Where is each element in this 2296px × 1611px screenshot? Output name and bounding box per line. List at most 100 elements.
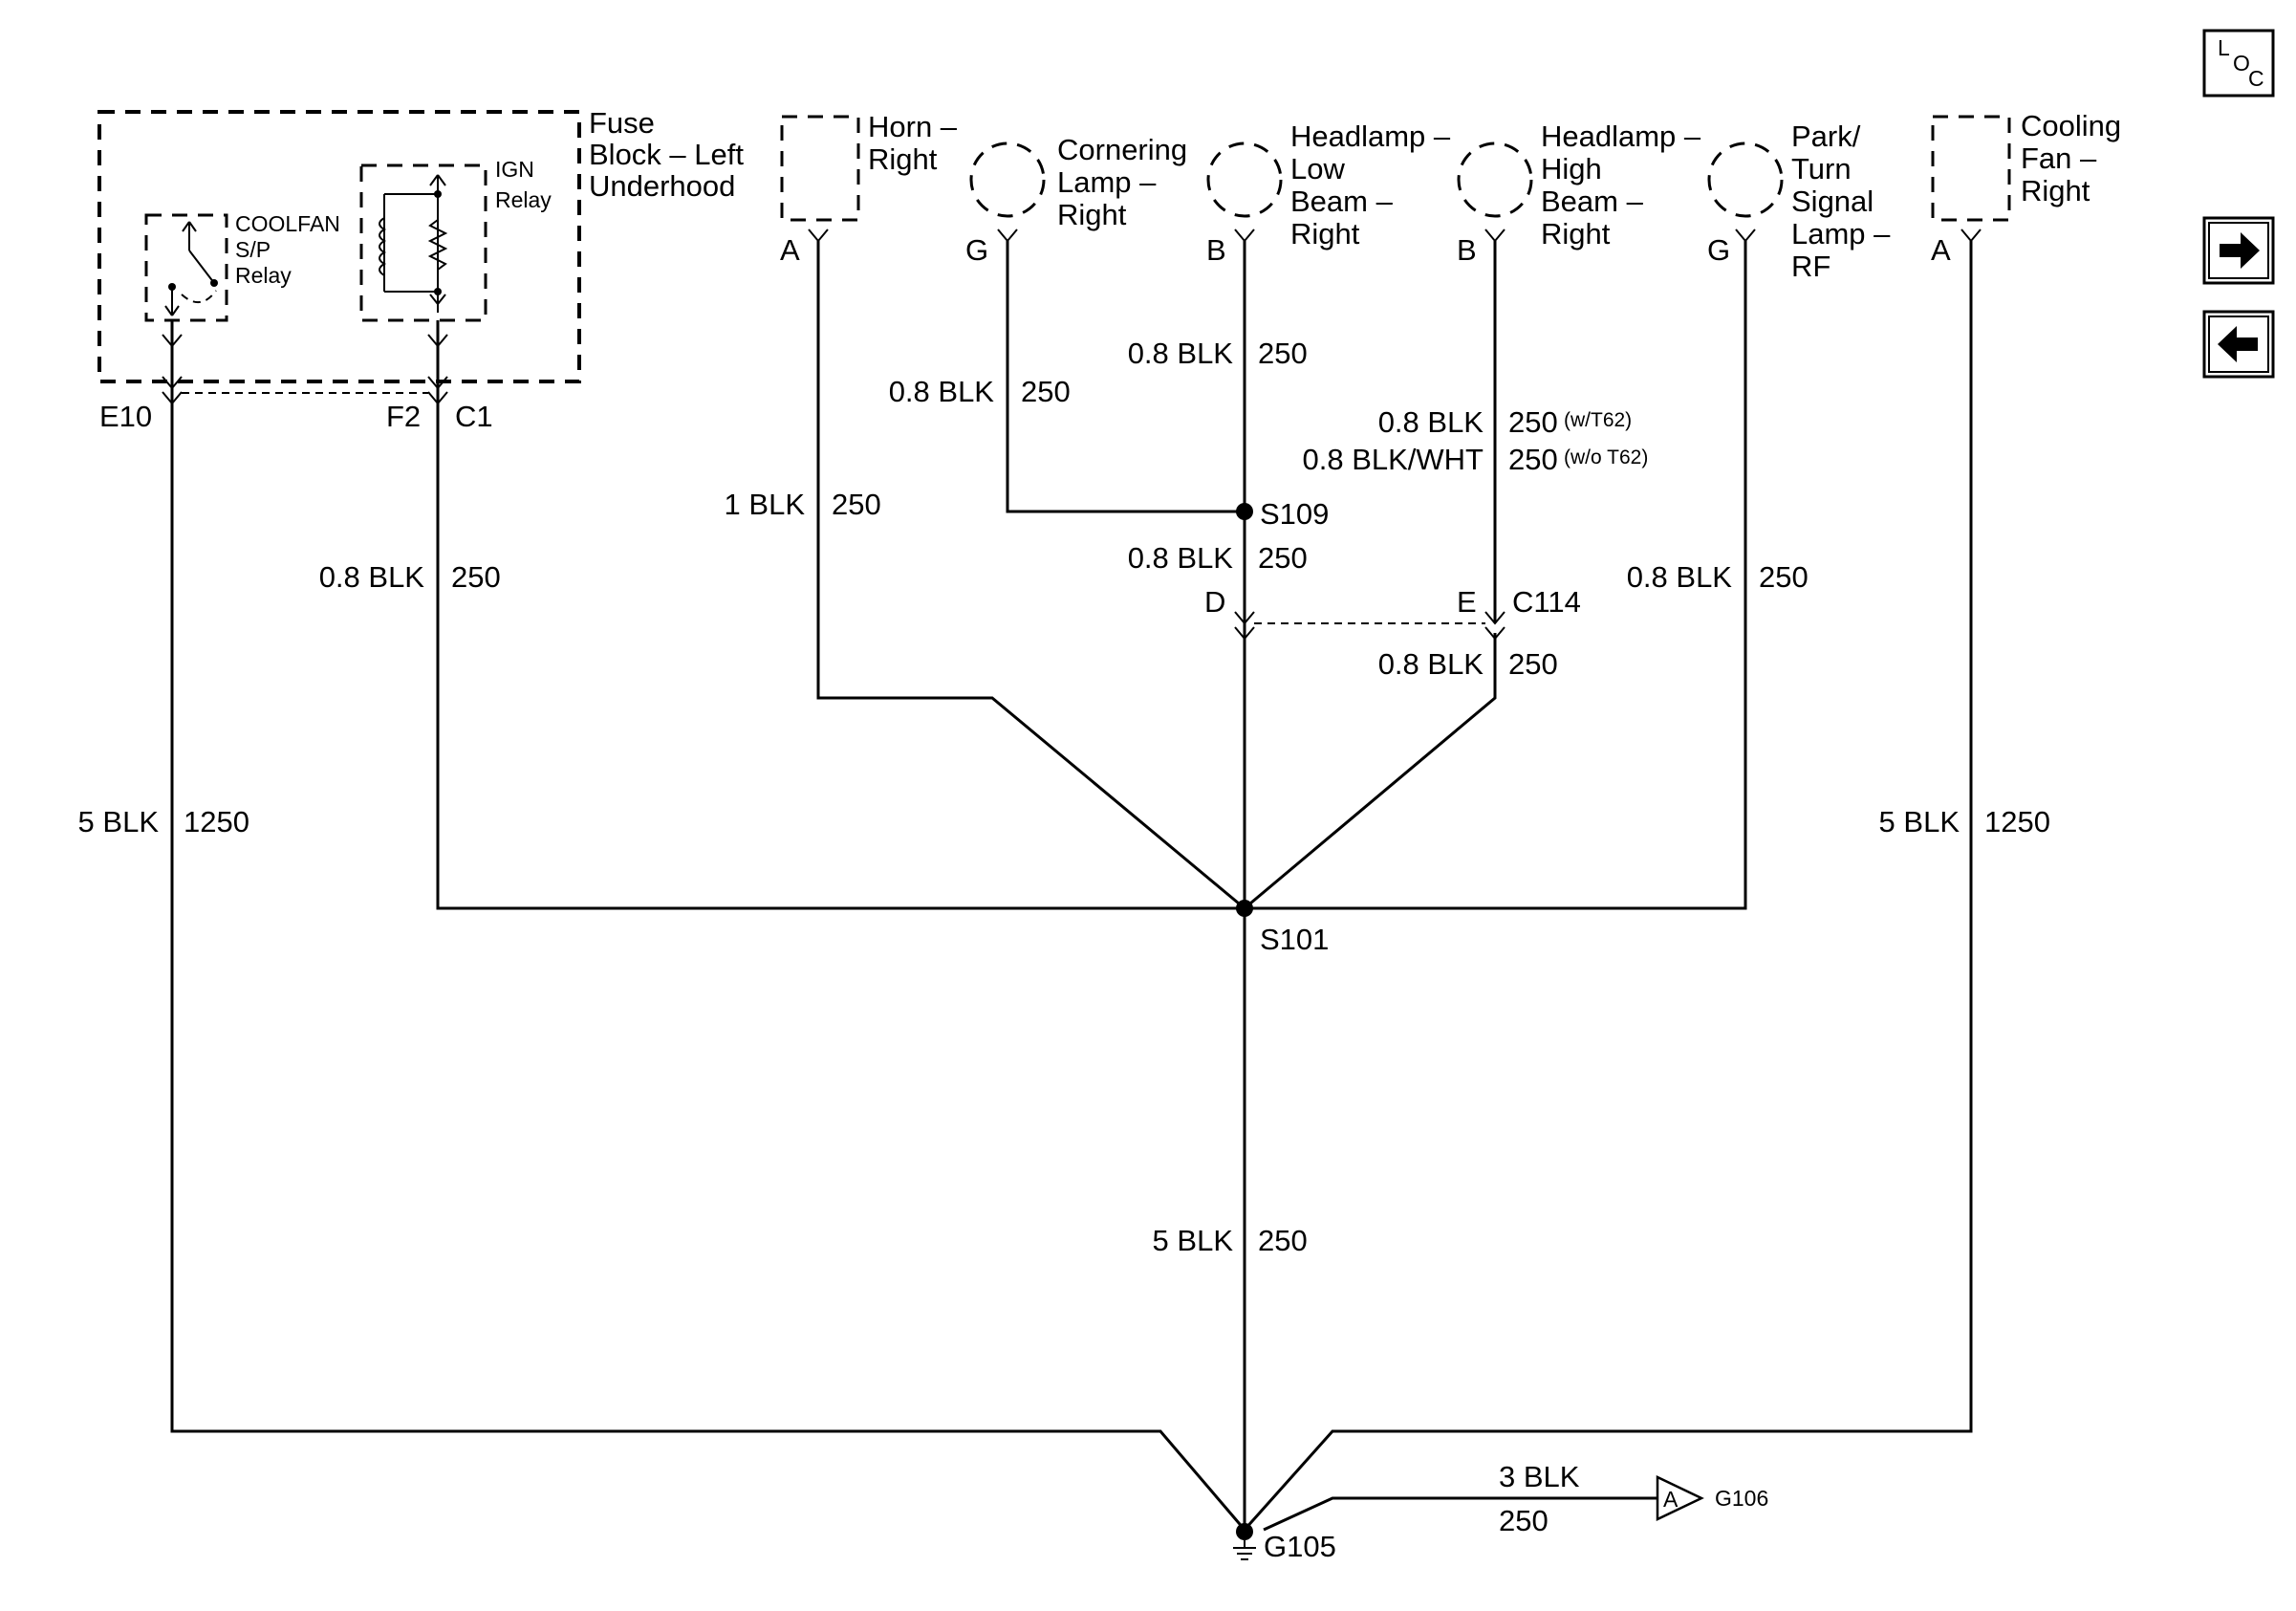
loc-letter-o: O bbox=[2233, 51, 2250, 76]
previous-page-button[interactable] bbox=[2202, 310, 2275, 379]
headlamp-high-beam-right[interactable]: Headlamp – High Beam – Right B bbox=[1457, 120, 1701, 267]
splice-s101[interactable]: S101 bbox=[1236, 900, 1329, 956]
horn-wire-circuit: 250 bbox=[832, 488, 881, 521]
cornering-label-line3: Right bbox=[1057, 198, 1127, 231]
fuse-block-label-line1: Fuse bbox=[589, 106, 655, 140]
low-beam-label-line3: Beam – bbox=[1290, 185, 1394, 218]
horn-label-line1: Horn – bbox=[868, 110, 958, 143]
low-beam-wire-circuit: 250 bbox=[1258, 337, 1308, 370]
cornering-lamp-right[interactable]: Cornering Lamp – Right G bbox=[965, 133, 1187, 267]
pin-park-g: G bbox=[1707, 233, 1730, 267]
high-beam-label-line4: Right bbox=[1541, 217, 1611, 250]
cooling-fan-label-line2: Fan – bbox=[2021, 142, 2097, 175]
high-beam-wire-option-2: (w/o T62) bbox=[1564, 446, 1648, 468]
pin-high-beam-b: B bbox=[1457, 233, 1477, 267]
wire-labels: 0.8 BLK 250 0.8 BLK 250 0.8 BLK 250 (w/T… bbox=[78, 337, 2050, 1537]
ign-relay-label-line1: IGN bbox=[495, 157, 534, 182]
pin-c114-e: E bbox=[1457, 585, 1477, 619]
fuse-block-connectors: E10 F2 C1 bbox=[99, 320, 493, 433]
cooling-fan-right[interactable]: Cooling Fan – Right A bbox=[1931, 109, 2121, 267]
low-beam-label-line4: Right bbox=[1290, 217, 1360, 250]
ground-g106-label: G106 bbox=[1715, 1486, 1768, 1511]
fuse-c1-wire-gauge: 0.8 BLK bbox=[319, 560, 425, 594]
high-beam-wire-option-1: (w/T62) bbox=[1564, 409, 1632, 431]
park-label-line5: RF bbox=[1791, 250, 1830, 283]
s109-down-wire-circuit: 250 bbox=[1258, 541, 1308, 575]
park-label-line1: Park/ bbox=[1791, 120, 1861, 153]
splice-s109-label: S109 bbox=[1260, 497, 1329, 531]
coolfan-relay-label-line2: S/P bbox=[235, 237, 271, 262]
coolfan-relay-label-line1: COOLFAN bbox=[235, 211, 340, 236]
next-page-button[interactable] bbox=[2202, 216, 2275, 285]
ign-relay-label-line2: Relay bbox=[495, 187, 552, 212]
ground-g106-reference[interactable]: A G106 bbox=[1656, 1475, 1768, 1521]
pin-cooling-fan-a: A bbox=[1931, 233, 1951, 267]
ground-g105-label: G105 bbox=[1264, 1530, 1336, 1563]
arrow-right-icon bbox=[2220, 232, 2260, 269]
cornering-label-line2: Lamp – bbox=[1057, 165, 1157, 199]
pin-c1: C1 bbox=[455, 400, 493, 433]
ign-relay[interactable]: IGN Relay bbox=[359, 157, 552, 322]
g106-ref-letter: A bbox=[1663, 1487, 1679, 1512]
fuse-block[interactable]: Fuse Block – Left Underhood bbox=[97, 106, 744, 383]
park-label-line2: Turn bbox=[1791, 152, 1852, 185]
coolfan-relay-label-line3: Relay bbox=[235, 263, 292, 288]
fuse-block-label-line3: Underhood bbox=[589, 169, 735, 203]
fuse-c1-wire-circuit: 250 bbox=[451, 560, 501, 594]
high-beam-wire-circuit-2: 250 bbox=[1508, 443, 1558, 476]
loc-letter-c: C bbox=[2248, 66, 2264, 91]
arrow-left-icon bbox=[2218, 326, 2258, 362]
pin-e10: E10 bbox=[99, 400, 152, 433]
high-beam-label-line3: Beam – bbox=[1541, 185, 1644, 218]
low-beam-label-line1: Headlamp – bbox=[1290, 120, 1451, 153]
connector-c114[interactable]: D E C114 bbox=[1204, 585, 1581, 641]
pin-c114-d: D bbox=[1204, 585, 1225, 619]
main-wire-circuit: 250 bbox=[1258, 1224, 1308, 1257]
wires bbox=[170, 241, 1973, 1532]
park-label-line3: Signal bbox=[1791, 185, 1874, 218]
horn-right[interactable]: Horn – Right A bbox=[780, 110, 958, 267]
park-wire-gauge: 0.8 BLK bbox=[1627, 560, 1733, 594]
park-label-line4: Lamp – bbox=[1791, 217, 1891, 250]
splice-s101-label: S101 bbox=[1260, 923, 1329, 956]
pin-horn-a: A bbox=[780, 233, 800, 267]
e10-wire-circuit: 1250 bbox=[184, 805, 249, 838]
high-beam-wire-gauge-1: 0.8 BLK bbox=[1378, 405, 1484, 439]
splice-s109[interactable]: S109 bbox=[1236, 497, 1329, 531]
high-beam-label-line1: Headlamp – bbox=[1541, 120, 1701, 153]
horn-label-line2: Right bbox=[868, 142, 938, 176]
cornering-wire-circuit: 250 bbox=[1021, 375, 1071, 408]
e10-wire-gauge: 5 BLK bbox=[78, 805, 160, 838]
cooling-fan-wire-gauge: 5 BLK bbox=[1879, 805, 1960, 838]
low-beam-wire-gauge: 0.8 BLK bbox=[1128, 337, 1234, 370]
low-beam-label-line2: Low bbox=[1290, 152, 1345, 185]
s109-down-wire-gauge: 0.8 BLK bbox=[1128, 541, 1234, 575]
g106-wire-circuit: 250 bbox=[1499, 1504, 1549, 1537]
cornering-wire-gauge: 0.8 BLK bbox=[889, 375, 995, 408]
c114-down-wire-circuit: 250 bbox=[1508, 647, 1558, 681]
fuse-block-label-line2: Block – Left bbox=[589, 138, 744, 171]
park-wire-circuit: 250 bbox=[1759, 560, 1809, 594]
cooling-fan-label-line3: Right bbox=[2021, 174, 2090, 207]
horn-wire-gauge: 1 BLK bbox=[725, 488, 806, 521]
c114-down-wire-gauge: 0.8 BLK bbox=[1378, 647, 1484, 681]
cooling-fan-wire-circuit: 1250 bbox=[1984, 805, 2050, 838]
cooling-fan-label-line1: Cooling bbox=[2021, 109, 2121, 142]
g106-wire-gauge: 3 BLK bbox=[1499, 1460, 1580, 1493]
high-beam-wire-gauge-2: 0.8 BLK/WHT bbox=[1303, 443, 1484, 476]
loc-letter-l: L bbox=[2218, 35, 2230, 60]
park-turn-signal-lamp-rf[interactable]: Park/ Turn Signal Lamp – RF G bbox=[1707, 120, 1891, 283]
pin-low-beam-b: B bbox=[1206, 233, 1226, 267]
high-beam-wire-circuit-1: 250 bbox=[1508, 405, 1558, 439]
loc-button[interactable]: L O C bbox=[2202, 29, 2275, 98]
cornering-label-line1: Cornering bbox=[1057, 133, 1187, 166]
main-wire-gauge: 5 BLK bbox=[1153, 1224, 1234, 1257]
connector-c114-label: C114 bbox=[1512, 585, 1581, 619]
pin-cornering-g: G bbox=[965, 233, 988, 267]
pin-f2: F2 bbox=[386, 400, 421, 433]
coolfan-sp-relay[interactable]: COOLFAN S/P Relay bbox=[144, 211, 340, 322]
ground-g105[interactable]: G105 bbox=[1233, 1523, 1336, 1563]
high-beam-label-line2: High bbox=[1541, 152, 1602, 185]
headlamp-low-beam-right[interactable]: Headlamp – Low Beam – Right B bbox=[1206, 120, 1451, 267]
